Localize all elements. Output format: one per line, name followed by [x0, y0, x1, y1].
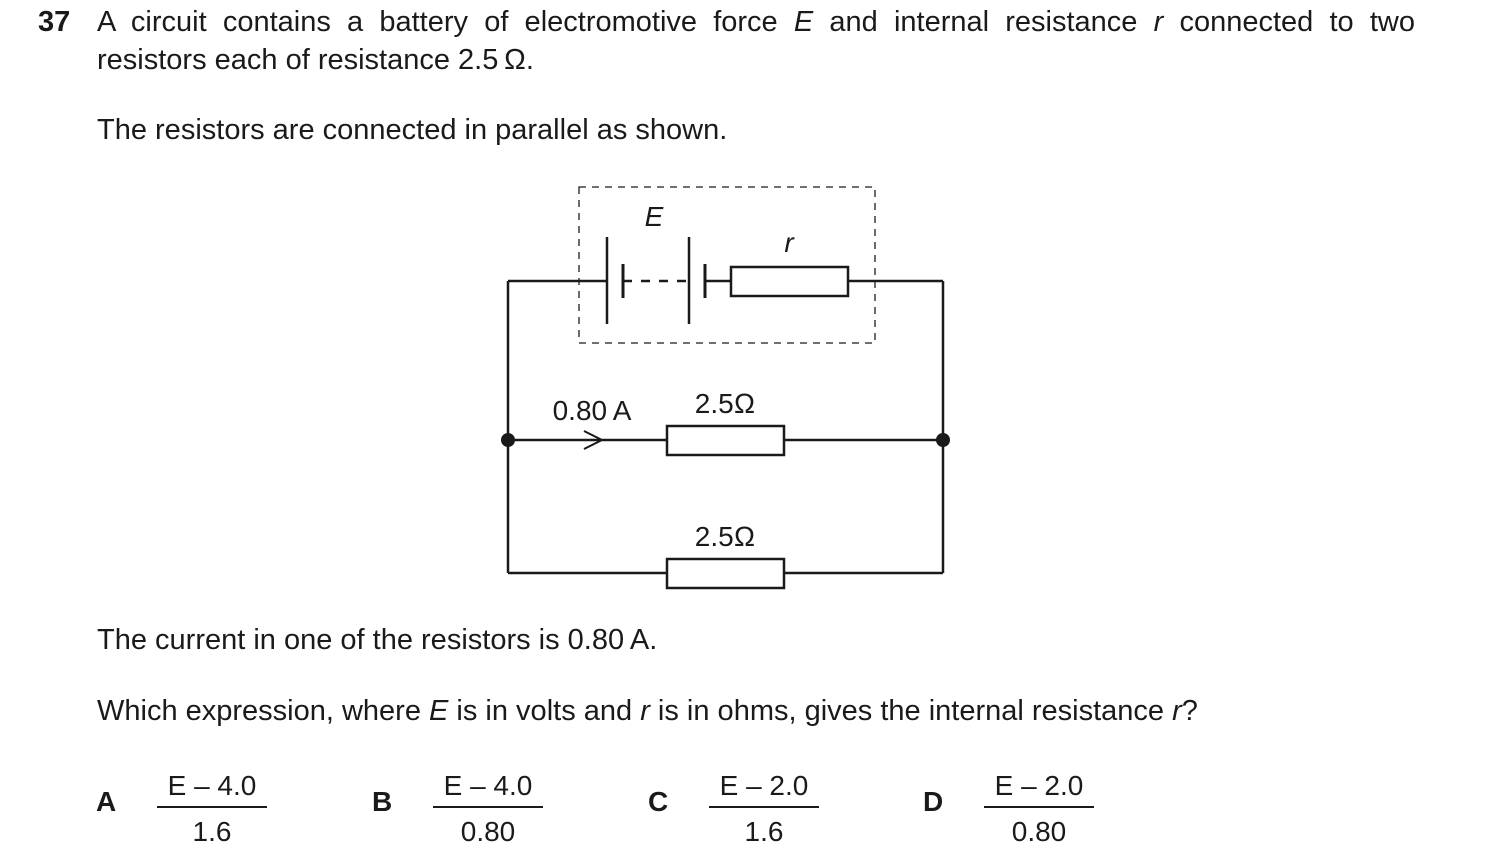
- option-d-numerator: E – 2.0: [984, 770, 1094, 808]
- text-segment: is in ohms, gives the internal resistanc…: [649, 695, 1173, 727]
- battery-enclosure: [578, 186, 876, 344]
- option-c-letter[interactable]: C: [648, 786, 669, 817]
- text-segment: A circuit contains a battery of electrom…: [97, 6, 794, 38]
- option-a-letter[interactable]: A: [96, 786, 117, 817]
- option-c-numerator: E – 2.0: [709, 770, 819, 808]
- resistor-bottom: [665, 557, 786, 590]
- option-d-letter[interactable]: D: [923, 786, 944, 817]
- resistor-top: [665, 424, 786, 457]
- option-a-denominator: 1.6: [192, 816, 232, 847]
- option-b-denominator: 0.80: [460, 816, 516, 847]
- option-c-expression[interactable]: E – 2.0 1.6: [709, 770, 819, 848]
- circuit-diagram: E r 0.80 A 2.5Ω 2.5Ω: [501, 186, 950, 590]
- resistor-bottom-label: 2.5Ω: [695, 521, 755, 552]
- option-a-expression[interactable]: E – 4.0 1.6: [157, 770, 267, 848]
- junction-dot: [501, 433, 515, 447]
- internal-resistor: [729, 265, 850, 298]
- text-segment: connected to two: [1163, 6, 1415, 38]
- option-d-denominator: 0.80: [1011, 816, 1067, 847]
- question-line-3: The resistors are connected in parallel …: [97, 114, 728, 146]
- option-c-denominator: 1.6: [744, 816, 784, 847]
- emf-label: E: [645, 201, 664, 232]
- question-number: 37: [38, 6, 71, 38]
- option-d-expression[interactable]: E – 2.0 0.80: [984, 770, 1094, 848]
- text-segment: and internal resistance: [813, 6, 1154, 38]
- text-segment: is in volts and: [448, 695, 641, 727]
- question-line-1: A circuit contains a battery of electrom…: [97, 6, 1415, 39]
- text-segment: ?: [1181, 695, 1198, 727]
- resistance-symbol: r: [1153, 6, 1164, 38]
- current-label: 0.80 A: [553, 395, 632, 426]
- question-line-5: Which expression, where E is in volts an…: [97, 695, 1198, 728]
- text-segment: Which expression, where: [97, 695, 430, 727]
- emf-symbol: E: [429, 695, 449, 727]
- emf-symbol: E: [793, 6, 814, 38]
- option-b-letter[interactable]: B: [372, 786, 393, 817]
- question-line-2: resistors each of resistance 2.5 Ω.: [97, 44, 534, 76]
- resistance-symbol: r: [1172, 695, 1182, 727]
- resistance-symbol: r: [640, 695, 650, 727]
- resistor-top-label: 2.5Ω: [695, 388, 755, 419]
- option-b-numerator: E – 4.0: [433, 770, 543, 808]
- question-line-4: The current in one of the resistors is 0…: [97, 624, 658, 656]
- junction-dot: [936, 433, 950, 447]
- option-a-numerator: E – 4.0: [157, 770, 267, 808]
- internal-resistance-label: r: [784, 227, 795, 258]
- current-arrow: [583, 430, 605, 450]
- option-b-expression[interactable]: E – 4.0 0.80: [433, 770, 543, 848]
